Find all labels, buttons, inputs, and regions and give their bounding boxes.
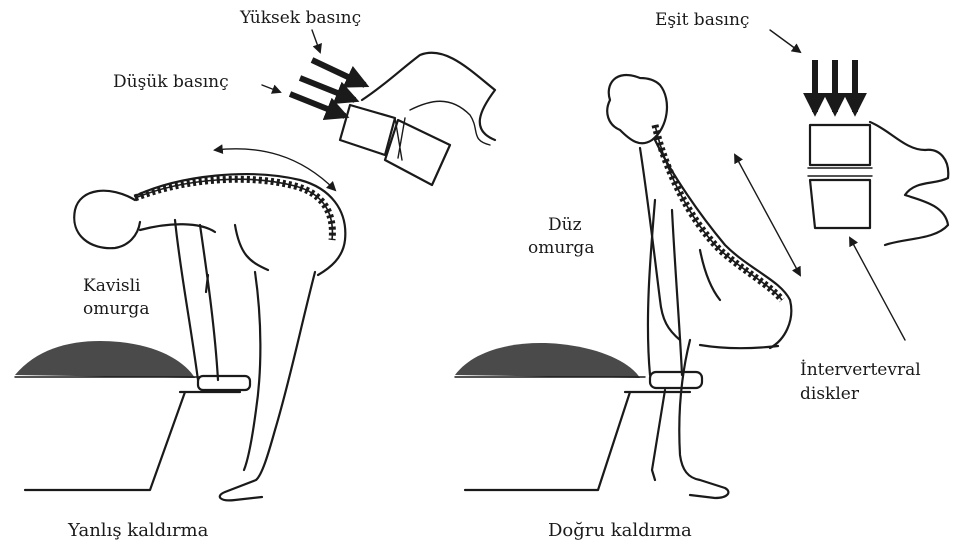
label-discs-2: diskler — [800, 384, 859, 405]
handle-left — [198, 376, 250, 390]
label-curved-spine-2: omurga — [83, 299, 149, 320]
vertebra-block-d — [810, 180, 870, 228]
label-straight-spine-1: Düz — [548, 215, 582, 236]
handle-right — [650, 372, 702, 388]
right-lift-scene — [455, 30, 948, 498]
disc-wedge — [395, 118, 405, 160]
vertebra-block-c — [810, 125, 870, 165]
vertebra-detail-left — [340, 53, 495, 185]
load-mound-left — [15, 341, 195, 378]
legs-left — [220, 272, 315, 500]
load-mound-right — [455, 343, 640, 378]
vertebra-detail-right — [808, 122, 948, 245]
chest-left — [140, 224, 215, 232]
label-curved-spine-1: Kavisli — [83, 276, 140, 297]
discs-pointer — [850, 238, 905, 340]
arm-left — [175, 220, 218, 380]
label-equal-pressure: Eşit basınç — [655, 10, 749, 31]
bent-person — [74, 174, 345, 500]
label-low-pressure: Düşük basınç — [113, 72, 229, 93]
legs-right — [652, 340, 728, 498]
caption-wrong-lift: Yanlış kaldırma — [68, 520, 208, 541]
disc-parallel — [808, 168, 872, 176]
label-straight-spine-2: omurga — [528, 238, 594, 259]
vertebra-process-b — [410, 101, 490, 145]
vertebra-block-b — [385, 120, 450, 185]
hip-left — [235, 225, 268, 270]
label-discs-1: İntervertevral — [800, 360, 921, 381]
vertebra-process-c — [870, 122, 948, 245]
thigh-right — [700, 345, 778, 348]
pressure-arrows-left — [262, 30, 365, 116]
pressure-arrows-right — [770, 30, 855, 112]
curve-arrow-left — [215, 149, 335, 190]
curved-spine-core — [135, 179, 332, 240]
floor-line-right — [465, 392, 630, 490]
arm-right — [648, 200, 682, 375]
hip-right — [700, 250, 720, 300]
back-right — [655, 140, 791, 348]
vertebra-block-a — [340, 105, 395, 155]
floor-line-left — [25, 392, 185, 490]
head-left — [74, 191, 140, 248]
label-high-pressure: Yüksek basınç — [240, 8, 361, 29]
straight-arrow-right — [735, 155, 800, 275]
wrong-lift-scene — [15, 30, 495, 500]
caption-right-lift: Doğru kaldırma — [548, 520, 692, 541]
